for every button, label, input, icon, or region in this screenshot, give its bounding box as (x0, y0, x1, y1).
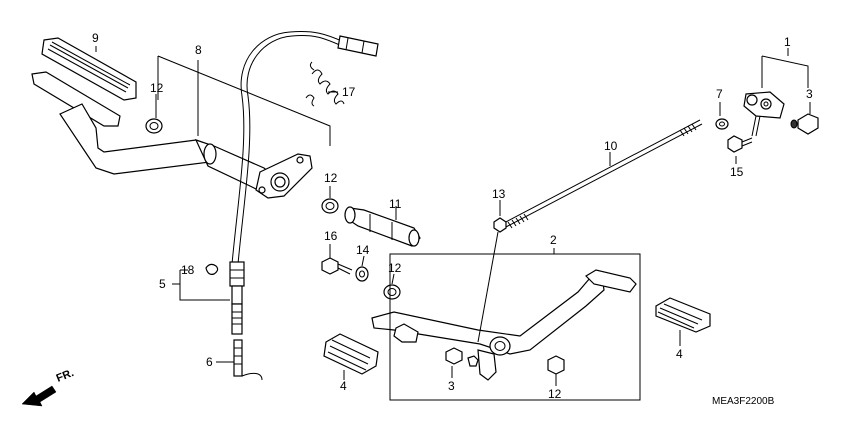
nut-part (715, 118, 729, 130)
shift-pedal-arm-part (371, 269, 637, 381)
pedal-rubber-part (41, 37, 137, 101)
callout-15: 15 (730, 165, 744, 179)
collar-part (145, 118, 339, 214)
callout-11: 11 (389, 197, 402, 211)
callout-14: 14 (356, 243, 370, 257)
callout-12-shift: 12 (388, 261, 402, 275)
pedal-arm-part (31, 71, 313, 199)
front-direction-arrow-icon (21, 385, 57, 407)
callout-2: 2 (550, 233, 557, 247)
callout-4-right: 4 (676, 347, 683, 361)
callout-10: 10 (604, 139, 618, 153)
callout-17: 17 (342, 85, 356, 99)
callout-8: 8 (195, 43, 202, 57)
callout-18: 18 (181, 263, 195, 277)
front-direction-label: FR. (55, 367, 76, 385)
callout-13: 13 (492, 187, 506, 201)
callout-labels: 9 8 12 17 12 11 16 14 12 18 5 6 4 3 12 2… (92, 31, 813, 401)
brake-pedal-group (31, 31, 421, 381)
callout-9: 9 (92, 31, 99, 45)
callout-1: 1 (784, 35, 791, 49)
callout-12-shaft: 12 (324, 171, 338, 185)
callout-16: 16 (324, 229, 338, 243)
pedal-shaft-part (344, 206, 421, 247)
callout-3-lower: 3 (448, 379, 455, 393)
callout-4-left: 4 (340, 379, 347, 393)
callout-7: 7 (716, 87, 723, 101)
callout-3-right: 3 (806, 87, 813, 101)
reference-lines (95, 46, 811, 401)
callout-12-upper: 12 (150, 81, 164, 95)
bolt-part (727, 135, 753, 153)
shift-rod-part (493, 119, 703, 233)
rod-joint-part (743, 91, 819, 137)
callout-12-lower: 12 (548, 387, 562, 401)
brake-cable-part (205, 31, 379, 381)
shift-rubber-left-part (323, 333, 379, 375)
return-spring-part (305, 61, 345, 107)
diagram-part-code: MEA3F2200B (712, 396, 775, 407)
callout-5: 5 (159, 277, 166, 291)
shift-rubber-right-part (655, 297, 711, 333)
callout-6: 6 (206, 355, 213, 369)
shift-pedal-group (323, 91, 819, 381)
shift-collar-part (445, 347, 565, 375)
